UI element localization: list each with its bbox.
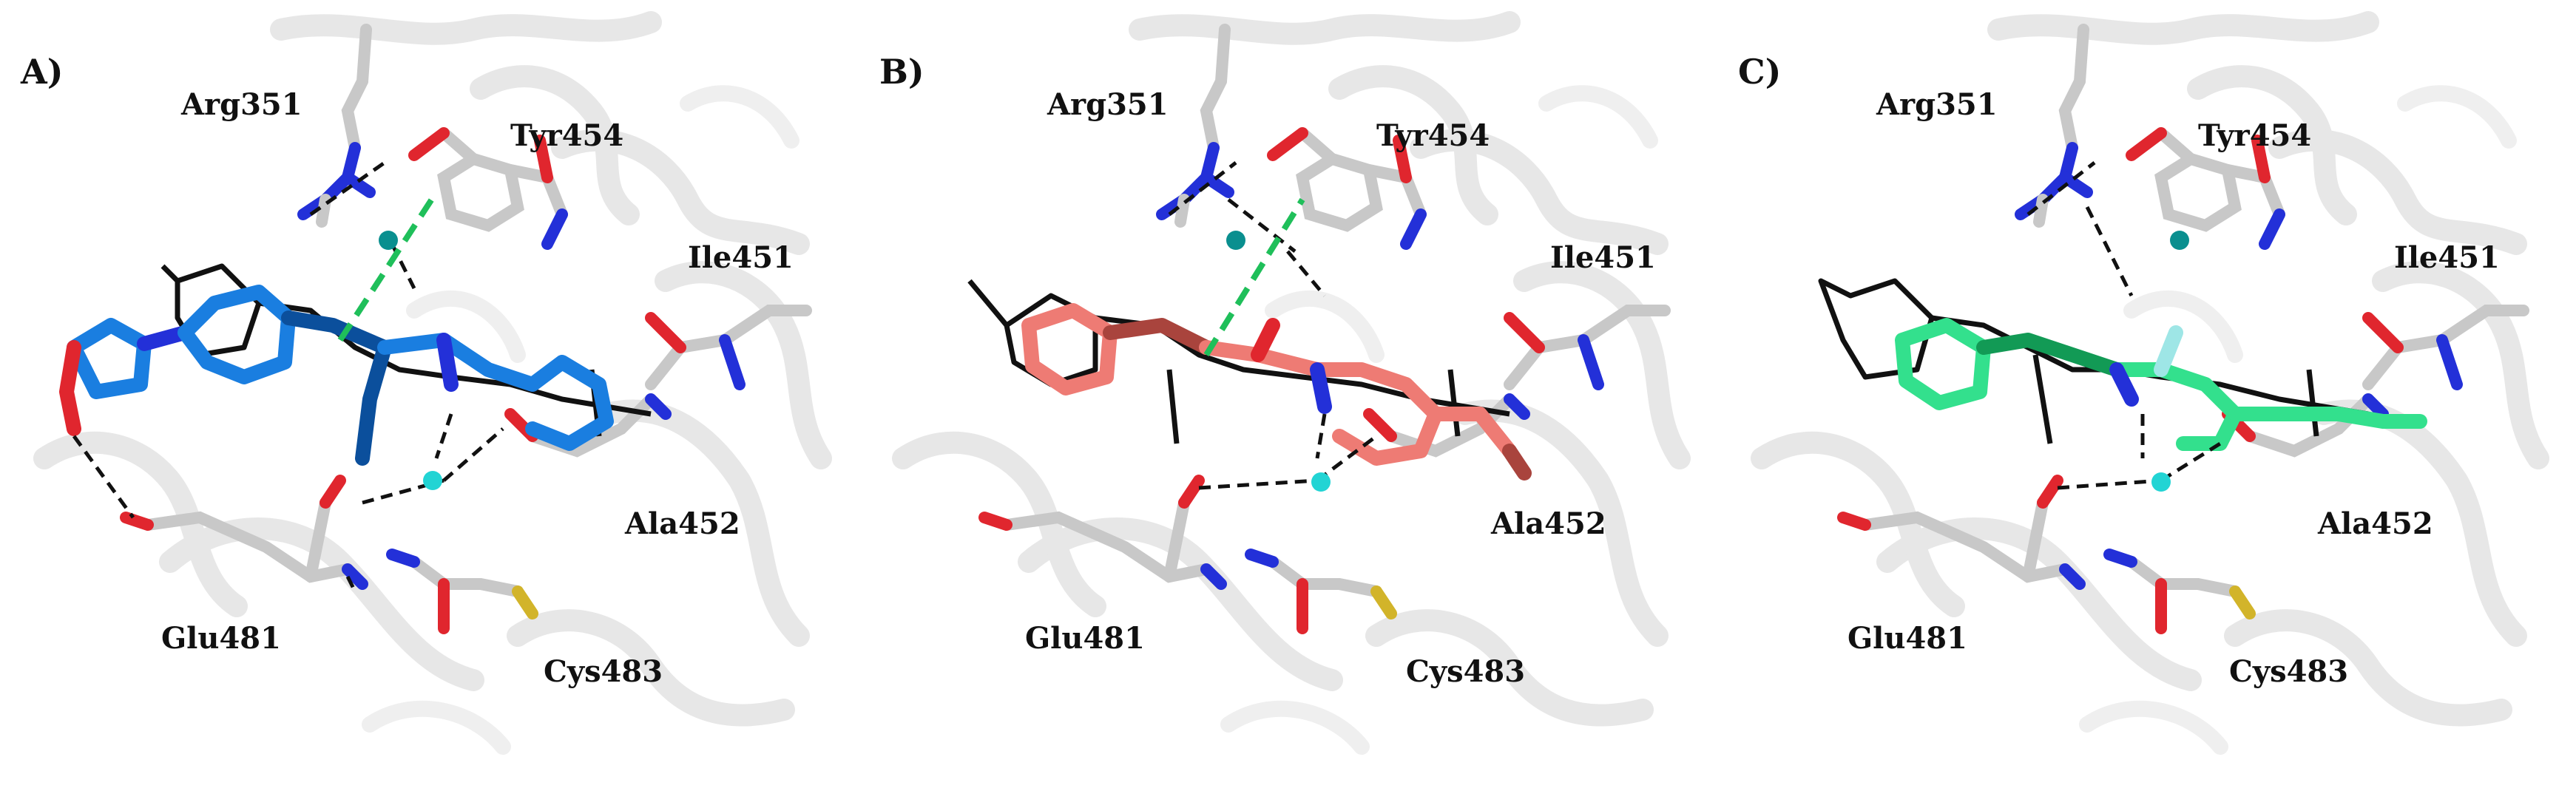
residue-label-ile451: Ile451 [2394, 240, 2500, 275]
arg351-sticks [297, 24, 376, 228]
protein-ribbon-faint [362, 85, 799, 755]
tyr454-sticks [408, 127, 568, 250]
residue-label-glu481: Glu481 [161, 621, 281, 656]
panel-a-structure [33, 11, 832, 755]
water-1 [2170, 231, 2189, 250]
protein-ribbon [33, 11, 832, 727]
panel-a: A) Arg351 Tyr454 Ile451 Ala452 Glu481 Cy… [0, 0, 859, 791]
hydrogen-bonds [72, 160, 504, 593]
docked-ligand [59, 285, 614, 466]
glu481-sticks [120, 475, 368, 590]
residue-label-glu481: Glu481 [1848, 621, 1967, 656]
protein-ribbon-faint [2079, 85, 2517, 755]
water-2 [2151, 472, 2171, 492]
residue-label-tyr454: Tyr454 [510, 118, 624, 153]
glu481-sticks [1837, 475, 2086, 590]
residue-label-arg351: Arg351 [181, 87, 302, 122]
cys483-sticks [2103, 549, 2256, 634]
cys483-sticks [386, 549, 538, 634]
ile451-sticks [645, 305, 812, 390]
ile451-sticks [1504, 305, 1671, 390]
docked-ligand [1895, 318, 2427, 451]
residue-label-ala452: Ala452 [625, 506, 740, 541]
protein-ribbon-faint [1220, 85, 1658, 755]
docked-ligand [1021, 303, 1532, 481]
panel-c-structure [1751, 11, 2549, 755]
cys483-sticks [1245, 549, 1397, 634]
hydrogen-bonds [1168, 161, 1378, 490]
water-1 [379, 231, 398, 250]
residue-label-ala452: Ala452 [2318, 506, 2433, 541]
panel-b-structure [892, 11, 1691, 755]
residue-label-cys483: Cys483 [1406, 654, 1526, 689]
pi-contact [337, 190, 439, 342]
tyr454-sticks [1267, 127, 1427, 250]
residue-label-arg351: Arg351 [1047, 87, 1169, 122]
panel-c: C) Arg351 Tyr454 Ile451 Ala452 Glu481 Cy… [1717, 0, 2576, 791]
hydrogen-bonds [2026, 161, 2222, 490]
panel-letter: C) [1738, 52, 1782, 92]
pi-contact [1203, 197, 1305, 357]
residue-label-arg351: Arg351 [1876, 87, 1998, 122]
ile451-sticks [2362, 305, 2529, 390]
water-2 [1311, 472, 1331, 492]
panel-letter: A) [21, 52, 64, 92]
residue-label-ile451: Ile451 [688, 240, 794, 275]
residue-label-tyr454: Tyr454 [2198, 118, 2312, 153]
arg351-sticks [2015, 24, 2093, 228]
glu481-sticks [978, 475, 1227, 590]
residue-label-cys483: Cys483 [2229, 654, 2349, 689]
water-1 [1226, 231, 1245, 250]
residue-label-ile451: Ile451 [1550, 240, 1656, 275]
residue-label-cys483: Cys483 [544, 654, 663, 689]
residue-label-ala452: Ala452 [1491, 506, 1606, 541]
tyr454-sticks [2126, 127, 2285, 250]
residue-label-glu481: Glu481 [1025, 621, 1145, 656]
panel-b: B) Arg351 Tyr454 Ile451 Ala452 Glu481 Cy… [859, 0, 1717, 791]
water-2 [423, 471, 442, 490]
arg351-sticks [1156, 24, 1234, 228]
residue-label-tyr454: Tyr454 [1376, 118, 1490, 153]
panel-letter: B) [879, 52, 924, 92]
